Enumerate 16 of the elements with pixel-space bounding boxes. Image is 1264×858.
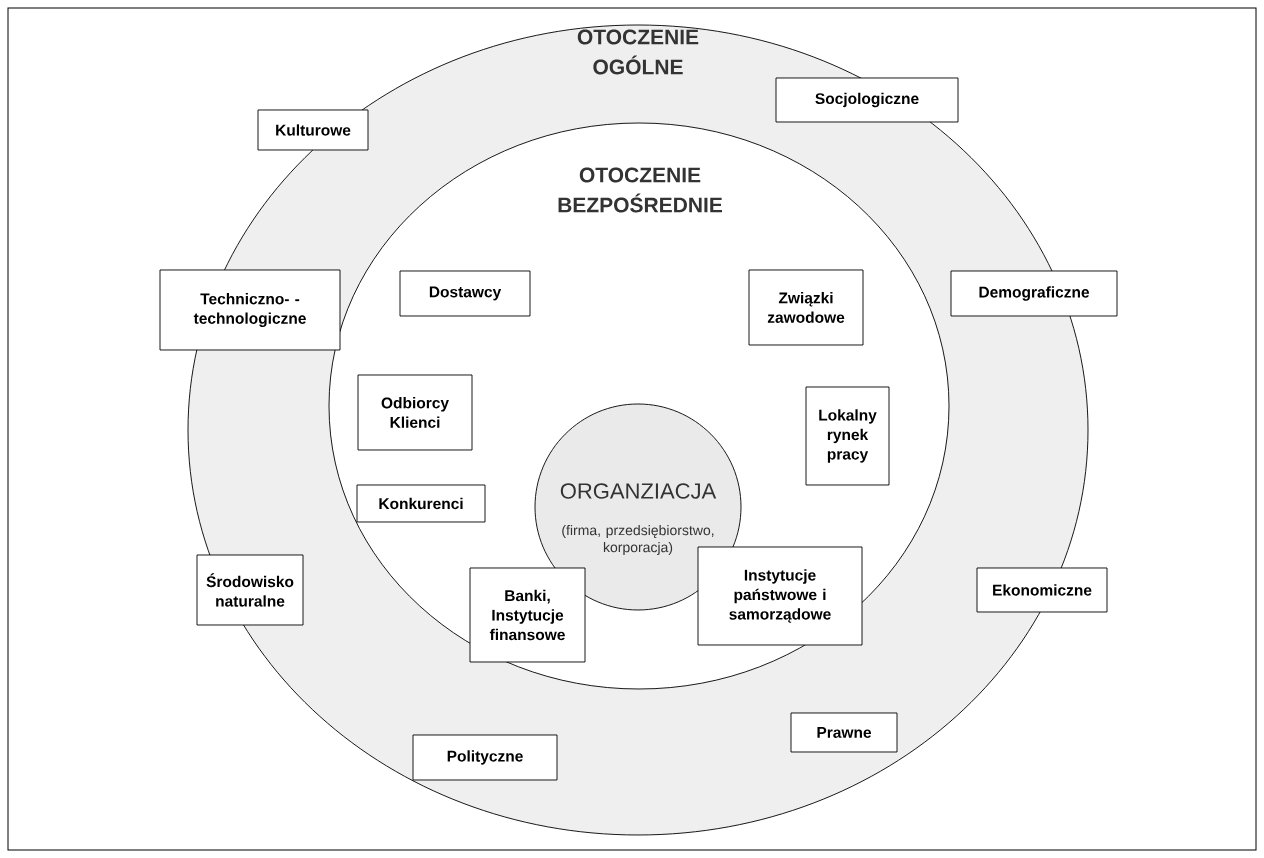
factor-box: Odbiorcy Klienci — [357, 374, 473, 451]
factor-box: Dostawcy — [399, 270, 531, 317]
factor-box: Instytucje państwowe i samorządowe — [697, 546, 863, 646]
factor-box: Demograficzne — [950, 270, 1118, 317]
factor-box: Konkurenci — [356, 484, 486, 523]
factor-box: Związki zawodowe — [748, 269, 864, 346]
factor-box: Banki, Instytucje finansowe — [469, 567, 586, 663]
ring-heading: OTOCZENIE OGÓLNE — [577, 29, 699, 75]
factor-box: Kulturowe — [257, 109, 369, 151]
factor-box: Lokalny rynek pracy — [805, 386, 890, 486]
center-title: ORGANZIACJA — [560, 483, 717, 499]
factor-box: Techniczno- -technologiczne — [159, 269, 341, 351]
factor-box: Polityczne — [412, 734, 558, 781]
factor-box: Prawne — [790, 712, 898, 753]
ring-heading: OTOCZENIE BEZPOŚREDNIE — [558, 167, 723, 213]
factor-box: Ekonomiczne — [976, 567, 1108, 613]
